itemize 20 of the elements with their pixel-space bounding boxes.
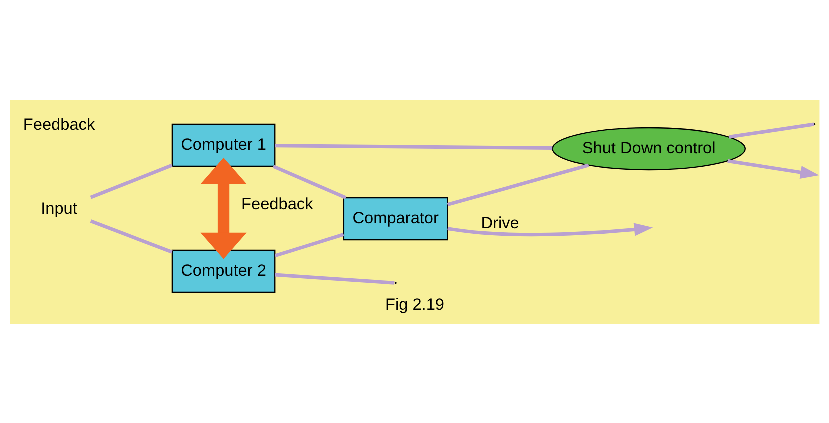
arrow <box>200 157 246 259</box>
connector <box>446 163 589 206</box>
connector <box>90 163 172 199</box>
connector <box>90 219 172 254</box>
connector <box>274 232 344 258</box>
node-box: Computer 2 <box>171 249 276 293</box>
caption: Fig 2.19 <box>384 296 444 314</box>
label: Feedback <box>22 115 95 134</box>
node-text: Input <box>40 199 77 218</box>
connector <box>272 164 346 200</box>
node-box: Computer 1 <box>171 123 276 167</box>
edge-label: Feedback <box>241 195 313 214</box>
edge-label: Drive <box>480 214 519 232</box>
arrow <box>447 222 653 236</box>
arrow <box>727 158 819 179</box>
connector <box>728 122 814 138</box>
node-ellipse: Shut Down control <box>552 126 746 170</box>
connector <box>274 144 552 150</box>
node-box: Comparator <box>342 196 448 240</box>
connector <box>274 272 394 284</box>
